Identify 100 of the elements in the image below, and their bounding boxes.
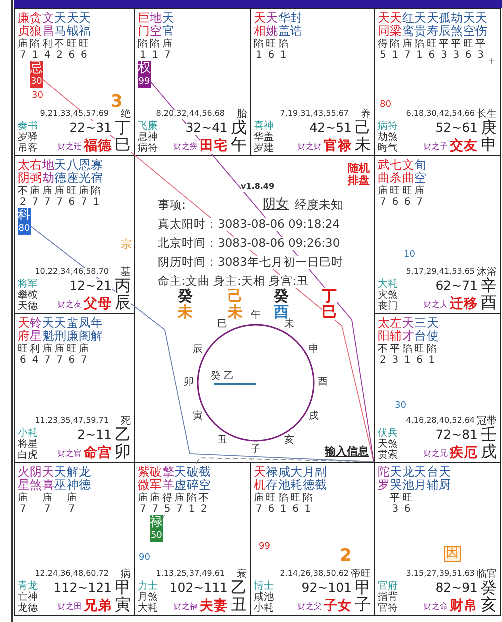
star-name: 文昌: [42, 12, 55, 38]
god-name: 咸池: [254, 592, 274, 603]
age-list: 12,24,36,48,60,72: [35, 570, 109, 579]
heavenly-stem: 壬: [481, 426, 497, 444]
palace-name: 命宫: [84, 446, 112, 461]
brightness-scores: 1 6 1: [256, 50, 287, 61]
star-name: 年解: [91, 317, 104, 343]
star-name: 天寿: [426, 12, 440, 38]
star-name: 擎羊: [162, 466, 175, 492]
badge-char: 禄: [150, 515, 164, 530]
star-name: 蜚廉: [66, 317, 80, 343]
god-name: 奏书: [18, 121, 38, 132]
star-name: 地劫: [42, 159, 55, 185]
star-name: 副截: [315, 466, 328, 492]
life-stage: 墓: [121, 267, 131, 278]
decade-range: 92~101: [302, 581, 352, 595]
decade-range: 72~81: [436, 428, 478, 442]
heavenly-stem: 乙: [231, 579, 247, 597]
heavenly-stem: 乙: [115, 426, 131, 444]
heavenly-stem: 癸: [481, 579, 497, 597]
star-name: 贪狼: [30, 12, 43, 38]
decade-range: 22~31: [70, 121, 112, 135]
decade-range: 52~61: [436, 121, 478, 135]
branch-label: 寅: [192, 410, 203, 422]
life-stage: 长生: [477, 109, 497, 120]
star-name: 破碎: [186, 466, 200, 492]
brightness-row: 庙 旺 旺 庙: [378, 186, 425, 197]
god-name: 吊客: [18, 143, 38, 154]
transform-badge: [18, 208, 31, 235]
god-name: 青龙: [18, 581, 38, 592]
star-name: 天月: [414, 466, 428, 492]
god-name: 天德: [18, 301, 38, 312]
palace-name: 田宅: [200, 139, 228, 154]
decade-range: 112~121: [54, 581, 112, 595]
god-name: 白虎: [18, 450, 38, 461]
god-name: 力士: [138, 581, 158, 592]
star-name: 天官: [162, 12, 175, 38]
age-list: 4,16,28,40,52,64: [406, 417, 475, 426]
age-list: 6,18,30,42,54,66: [406, 110, 475, 119]
earthly-branch: 未: [355, 136, 371, 154]
brightness-scores: 2 3 1 6 1: [380, 355, 436, 366]
palace-name: 子女: [324, 599, 352, 614]
star-name: 天同: [378, 12, 390, 38]
brightness-row: 得 陷 庙 陷 旺 平 平 旺 平: [378, 39, 486, 50]
age-list: 8,20,32,44,56,68: [156, 110, 225, 119]
life-stage: 冠带: [477, 416, 497, 427]
heavenly-stem: 甲: [355, 579, 371, 597]
version-text: v1.8.49: [241, 183, 275, 192]
god-name: 小耗: [254, 603, 274, 614]
star-name: 太阳: [378, 317, 390, 343]
star-name: 台辅: [426, 466, 440, 492]
god-name: 官符: [378, 603, 398, 614]
heavenly-stem: 戊: [231, 119, 247, 137]
star-name: 天梁: [390, 12, 403, 38]
palace-relation: 财之福: [174, 603, 198, 612]
lunar-time-text: 阴历时间：3083年七月初一日巳时: [158, 256, 344, 269]
god-name: 小耗: [18, 428, 38, 439]
god-name: 官府: [378, 581, 398, 592]
brightness-scores: 7 6 6 7: [380, 197, 423, 208]
star-name: 左辅: [390, 317, 403, 343]
palace-box: [134, 8, 251, 156]
star-name: 天马: [54, 12, 68, 38]
pillar-stem: 癸: [178, 288, 193, 304]
star-name: 七杀: [390, 159, 403, 185]
star-name: 天相: [254, 12, 266, 38]
god-name: 病符: [378, 121, 398, 132]
god-name: 灾煞: [378, 290, 398, 301]
earthly-branch: 巳: [115, 136, 131, 154]
heavenly-stem: 辛: [481, 277, 497, 295]
star-name: 文曲: [402, 159, 415, 185]
god-name: 博士: [254, 581, 274, 592]
heavenly-stem: 甲: [115, 579, 131, 597]
gender-link: 阴女: [263, 198, 289, 212]
palace-name: 交友: [450, 139, 478, 154]
life-stage: 养: [361, 109, 371, 120]
star-name: 太阴: [18, 159, 30, 185]
star-name: 天魁: [42, 317, 55, 343]
earthly-branch: 丑: [231, 596, 247, 614]
star-name: 天机: [254, 466, 266, 492]
palace-name: 迁移: [450, 297, 478, 312]
star-name: 天喜: [42, 466, 55, 492]
connector-line: [150, 82, 374, 462]
brightness-scores: 7 6 1 6 1: [256, 504, 312, 515]
branch-label: 午: [251, 310, 261, 321]
transform-badge: [138, 61, 151, 88]
god-name: 伏兵: [378, 428, 398, 439]
star-name: 月德: [302, 466, 316, 492]
god-name: 攀鞍: [18, 290, 38, 301]
decade-range: 102~111: [170, 581, 228, 595]
star-name: 孤辰: [439, 12, 452, 38]
earthly-branch: 子: [355, 596, 371, 614]
life-stage: 胎: [237, 109, 247, 120]
palace-box: [14, 462, 135, 616]
star-name: 龙池: [402, 466, 415, 492]
god-name: 将军: [18, 279, 38, 290]
earthly-branch: 申: [481, 136, 497, 154]
star-name: 大耗: [290, 466, 304, 492]
branch-label: 丑: [218, 435, 228, 446]
star-name: 阴煞: [30, 466, 43, 492]
input-info-link: 输入信息: [325, 446, 369, 458]
